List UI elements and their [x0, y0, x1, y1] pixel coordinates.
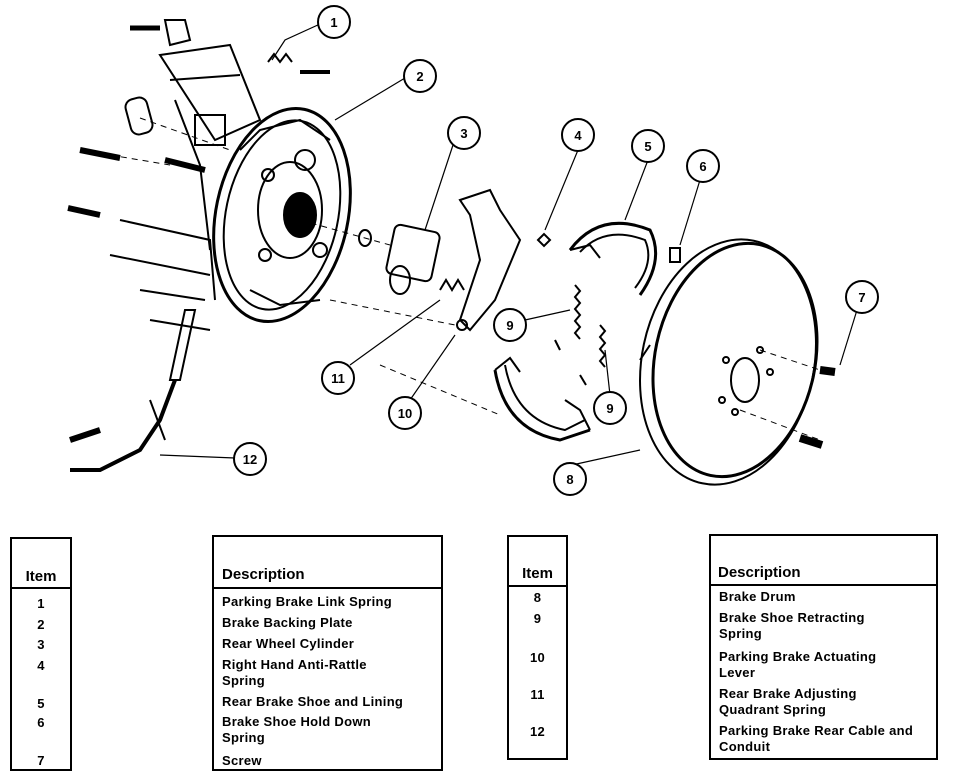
- callout-2-label: 2: [416, 69, 423, 84]
- callout-8: [553, 462, 587, 496]
- bolt-part-c: [164, 157, 206, 173]
- legend-item-number: 12: [529, 724, 546, 739]
- lower-shoe-part: [493, 356, 591, 442]
- legend-item-column-1: Item 1 2 3 4 5 6 7: [10, 537, 72, 771]
- legend-description-header-2: Description: [718, 564, 801, 581]
- legend-description: Brake Backing Plate: [222, 615, 353, 630]
- alignment-lines: [109, 117, 821, 441]
- callout-1-label: 1: [330, 15, 337, 30]
- legend-description-header-1: Description: [222, 566, 305, 583]
- legend-description: Rear Wheel Cylinder: [222, 636, 355, 651]
- callout-9a-label: 9: [506, 318, 513, 333]
- callout-7: [845, 280, 879, 314]
- callout-3-label: 3: [460, 126, 467, 141]
- callout-12: [233, 442, 267, 476]
- callout-4-label: 4: [574, 128, 582, 143]
- legend-item-number: 3: [37, 637, 45, 652]
- seal-part: [124, 96, 154, 136]
- callout-3: [447, 116, 481, 150]
- legend-item-number: 1: [37, 596, 45, 611]
- screw-part-b: [798, 434, 824, 449]
- legend-item-number: 2: [37, 617, 45, 632]
- callout-9b: [593, 391, 627, 425]
- actuating-lever-part: [439, 188, 522, 332]
- exploded-brake-diagram: 1 2 3 4 5 6 7 8 9 9 10 11 12: [67, 5, 879, 496]
- legend-description: Parking Brake Rear Cable and Conduit: [719, 723, 914, 754]
- legend-item-header-2: Item: [522, 565, 553, 582]
- legend-item-number: 7: [37, 753, 45, 768]
- legend-description: Parking Brake Actuating Lever: [719, 649, 877, 680]
- backing-plate-part: [212, 106, 352, 324]
- legend-description: Rear Brake Adjusting Quadrant Spring: [719, 686, 857, 717]
- bolt-part-b: [67, 205, 101, 218]
- callout-4: [561, 118, 595, 152]
- callout-6: [686, 149, 720, 183]
- callout-11: [321, 361, 355, 395]
- callout-2: [403, 59, 437, 93]
- legend-description-column-2: Description Brake Drum Brake Shoe Retrac…: [709, 534, 938, 760]
- hold-down-spring-part: [669, 247, 681, 263]
- legend-item-number: 10: [529, 650, 546, 665]
- anti-rattle-spring-part: [536, 232, 552, 248]
- legend-item-number: 5: [37, 696, 45, 711]
- legend-description: Brake Drum: [719, 589, 796, 604]
- legend-item-number: 11: [530, 687, 545, 702]
- legend-item-number: 8: [533, 590, 542, 605]
- callout-9b-label: 9: [606, 401, 613, 416]
- axle-housing-part: [109, 43, 262, 331]
- callout-5-label: 5: [644, 139, 651, 154]
- legend-description: Rear Brake Shoe and Lining: [222, 694, 404, 709]
- callout-7-label: 7: [858, 290, 865, 305]
- legend-description: Right Hand Anti-Rattle Spring: [222, 657, 367, 688]
- callout-9a: [493, 308, 527, 342]
- callout-5: [631, 129, 665, 163]
- callout-8-label: 8: [566, 472, 573, 487]
- upper-shoe-part: [568, 221, 658, 296]
- legend-description: Parking Brake Link Spring: [222, 594, 393, 609]
- legend-item-column-2: Item 8 9 10 11 12: [507, 535, 568, 760]
- legend-item-number: 6: [37, 715, 45, 730]
- callout-6-label: 6: [699, 159, 706, 174]
- parking-cable-part: [69, 309, 197, 472]
- screw-part-a: [819, 366, 836, 376]
- callout-12-label: 12: [243, 452, 257, 467]
- legend-item-header-1: Item: [25, 568, 57, 585]
- retracting-springs-part: [554, 284, 607, 386]
- callout-11-label: 11: [331, 371, 345, 386]
- bolt-part-a: [79, 147, 121, 161]
- wheel-cylinder-part: [358, 223, 441, 295]
- callout-10-label: 10: [398, 406, 412, 421]
- link-spring-part: [130, 19, 330, 74]
- legend-description: Brake Shoe Retracting Spring: [719, 610, 865, 641]
- callout-1: [317, 5, 351, 39]
- legend-description: Screw: [222, 753, 262, 768]
- legend-item-number: 4: [37, 658, 45, 673]
- legend-description-column-1: Description Parking Brake Link Spring Br…: [212, 535, 443, 771]
- leader-lines: [159, 23, 858, 466]
- brake-drum-part: [639, 238, 819, 486]
- legend-item-number: 9: [533, 611, 542, 626]
- callout-10: [388, 396, 422, 430]
- legend-description: Brake Shoe Hold Down Spring: [222, 714, 372, 745]
